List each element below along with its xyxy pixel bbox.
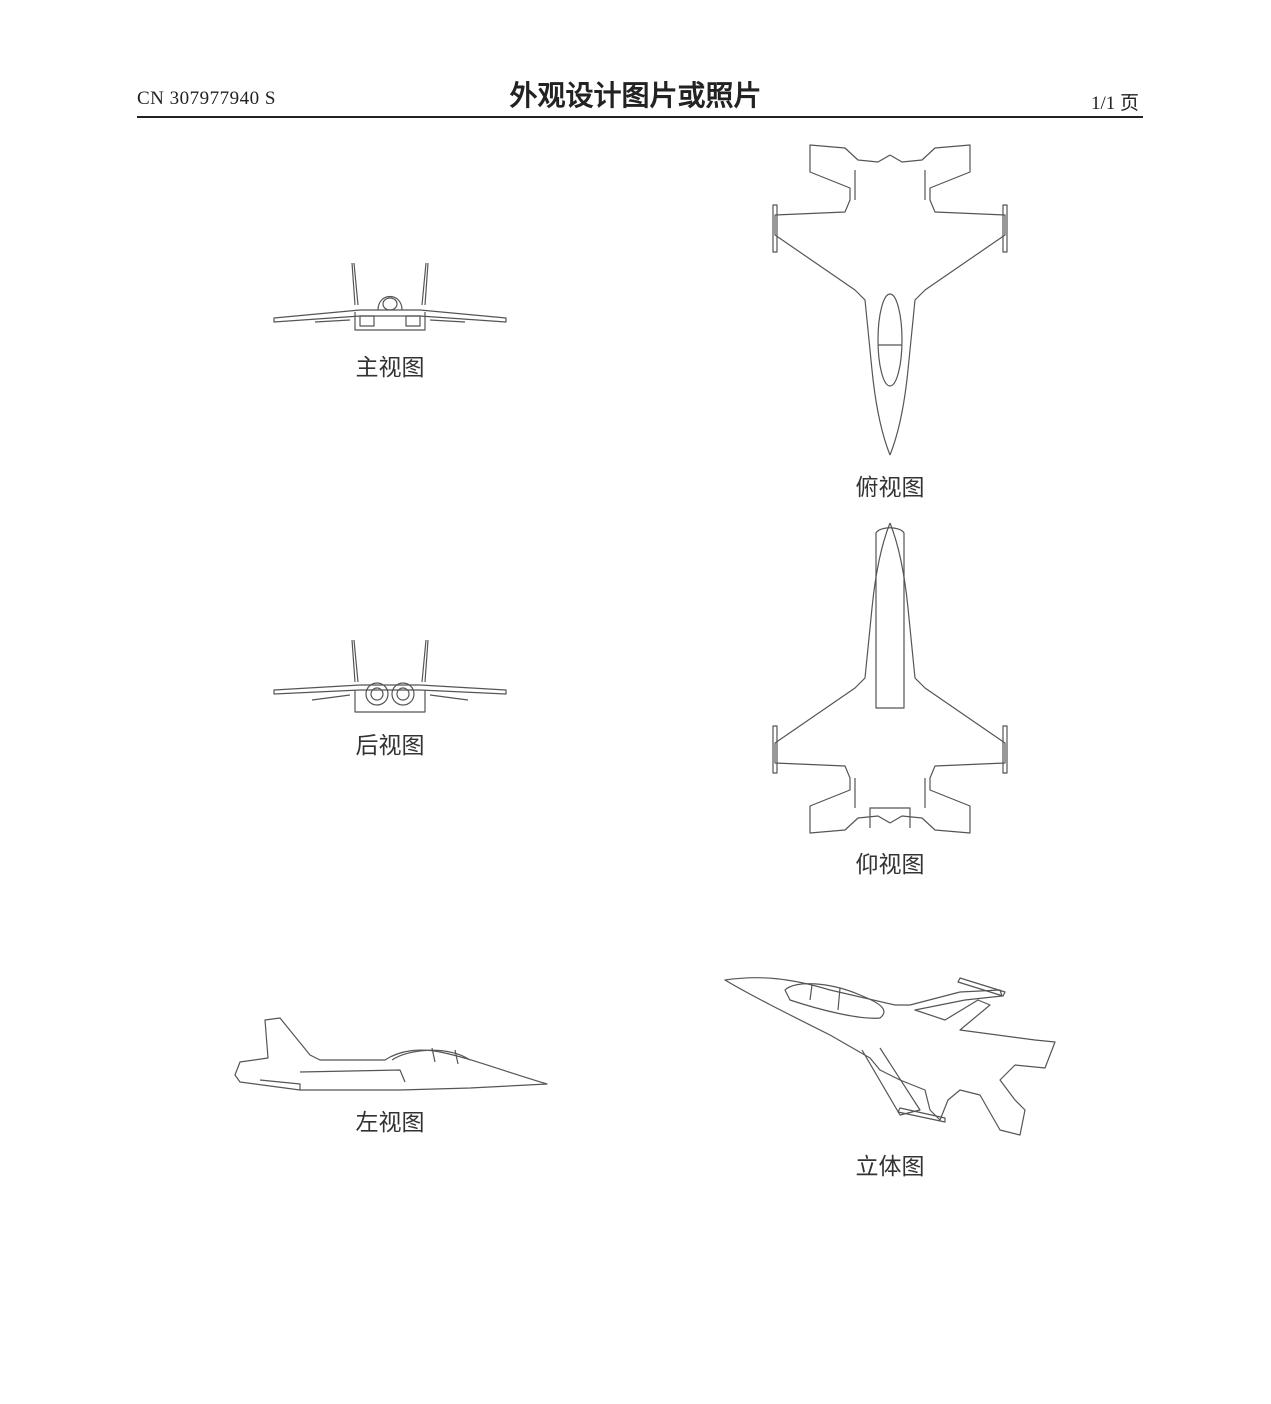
top-view-label: 俯视图 [855,475,925,501]
front-view-label: 主视图 [355,355,425,381]
rear-view-drawing [273,639,507,713]
document-number: CN 307977940 S [137,88,276,109]
bottom-view-drawing [773,523,1007,833]
perspective-view-label: 立体图 [855,1154,925,1180]
left-view-label: 左视图 [355,1110,425,1136]
page-number: 1/1 页 [1090,93,1139,114]
bottom-view-label: 仰视图 [855,852,925,878]
top-view-drawing [773,145,1007,455]
rear-view-label: 后视图 [355,733,425,759]
left-view-drawing [234,1017,548,1091]
front-view-drawing [273,262,507,331]
perspective-view-drawing [724,977,1056,1136]
header-divider [137,116,1143,118]
page-title: 外观设计图片或照片 [509,79,762,112]
